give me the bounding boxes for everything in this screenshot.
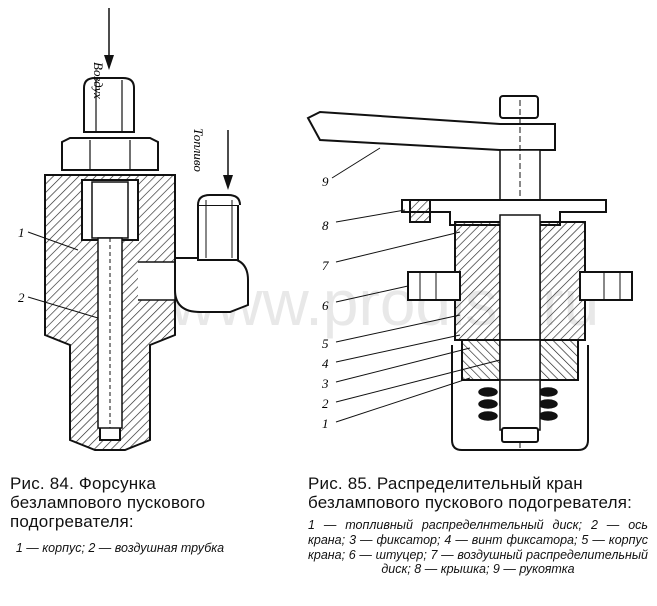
figures-drawing: www.prodisy.ru Воздух — [18, 8, 633, 451]
callout-85-3: 3 — [321, 376, 329, 391]
figure-84-legend: 1 — корпус; 2 — воздушная трубка — [15, 541, 225, 555]
callout-85-7: 7 — [322, 258, 329, 273]
figure-85-drawing — [306, 95, 633, 451]
air-arrow-label: Воздух — [91, 62, 106, 99]
callout-85-4: 4 — [322, 356, 329, 371]
figure-85-legend: 1 — топливный распределнтельный диск; 2 … — [308, 518, 648, 577]
callout-85-6: 6 — [322, 298, 329, 313]
callout-84-2: 2 — [18, 290, 25, 305]
callout-85-2: 2 — [322, 396, 329, 411]
figure-84-caption: Рис. 84. Форсунка безлампового пускового… — [10, 474, 240, 556]
callout-84-1: 1 — [18, 225, 25, 240]
callout-85-9: 9 — [322, 174, 329, 189]
figure-84-caption-title: Рис. 84. Форсунка безлампового пускового… — [10, 474, 206, 531]
figure-85-caption-title: Рис. 85. Распределительный кран безлампо… — [308, 474, 633, 512]
callout-85-1: 1 — [322, 416, 329, 431]
fuel-arrow-label: Топливо — [191, 128, 206, 172]
callout-85-8: 8 — [322, 218, 329, 233]
callout-85-5: 5 — [322, 336, 329, 351]
figure-84-drawing — [27, 8, 249, 451]
figure-85-caption: Рис. 85. Распределительный кран безлампо… — [308, 474, 648, 577]
